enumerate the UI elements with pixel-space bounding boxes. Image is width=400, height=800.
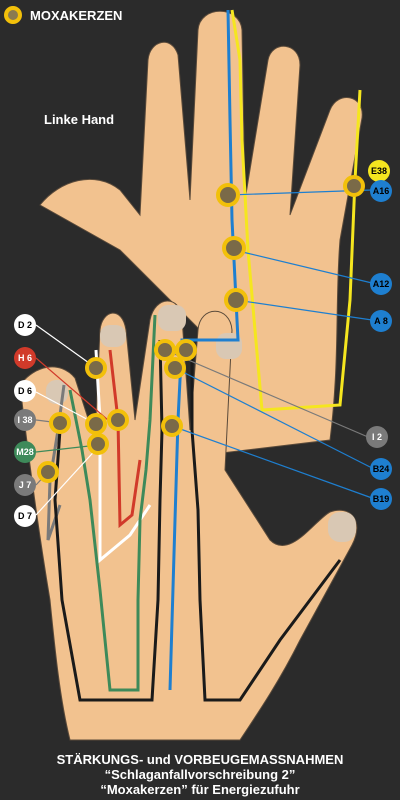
connector-lines <box>35 189 373 516</box>
hand-label: Linke Hand <box>44 112 115 127</box>
point-j7: J 7 <box>14 474 36 496</box>
footer-line-3: “Moxakerzen” für Energiezufuhr <box>100 782 300 797</box>
blue-meridian <box>168 9 240 691</box>
point-a16: A16 <box>370 180 392 202</box>
point-m28: M28 <box>14 441 36 463</box>
moxa-a8 <box>224 288 248 312</box>
moxa-candle-icon <box>4 6 22 24</box>
point-d7: D 7 <box>14 505 36 527</box>
green-meridian <box>68 314 157 692</box>
moxa-m28 <box>87 433 109 455</box>
moxa-a12 <box>222 236 246 260</box>
point-h6: H 6 <box>14 347 36 369</box>
moxa-b19 <box>161 415 183 437</box>
moxa-h6 <box>107 409 129 431</box>
footer: STÄRKUNGS- und VORBEUGEMASSNAHMEN “Schla… <box>0 752 400 797</box>
moxa-a16 <box>216 183 240 207</box>
footer-line-2: “Schlaganfallvorschreibung 2” <box>104 767 296 782</box>
moxa-e38 <box>343 175 365 197</box>
red-meridian <box>108 349 142 529</box>
moxa-d6 <box>85 413 107 435</box>
moxa-d2 <box>85 357 107 379</box>
back-hand <box>39 10 363 456</box>
moxa-i38 <box>49 412 71 434</box>
point-a8: A 8 <box>370 310 392 332</box>
moxa-b24-1 <box>154 339 176 361</box>
black-meridian <box>53 339 164 702</box>
moxa-points <box>37 175 365 483</box>
moxa-j7 <box>37 461 59 483</box>
point-b19: B19 <box>370 488 392 510</box>
point-d6: D 6 <box>14 380 36 402</box>
point-d2: D 2 <box>14 314 36 336</box>
legend-label: MOXAKERZEN <box>30 7 123 23</box>
footer-line-1: STÄRKUNGS- und VORBEUGEMASSNAHMEN <box>56 752 344 767</box>
point-i38: I 38 <box>14 409 36 431</box>
point-a12: A12 <box>370 273 392 295</box>
point-i2: I 2 <box>366 426 388 448</box>
white-meridian <box>94 349 152 564</box>
yellow-meridian <box>230 9 362 412</box>
point-e38: E38 <box>368 160 390 182</box>
point-b24: B24 <box>370 458 392 480</box>
moxa-b24-2 <box>175 339 197 361</box>
black-meridian-2 <box>190 345 342 702</box>
moxa-b24-3 <box>164 357 186 379</box>
legend: MOXAKERZEN <box>4 6 122 24</box>
